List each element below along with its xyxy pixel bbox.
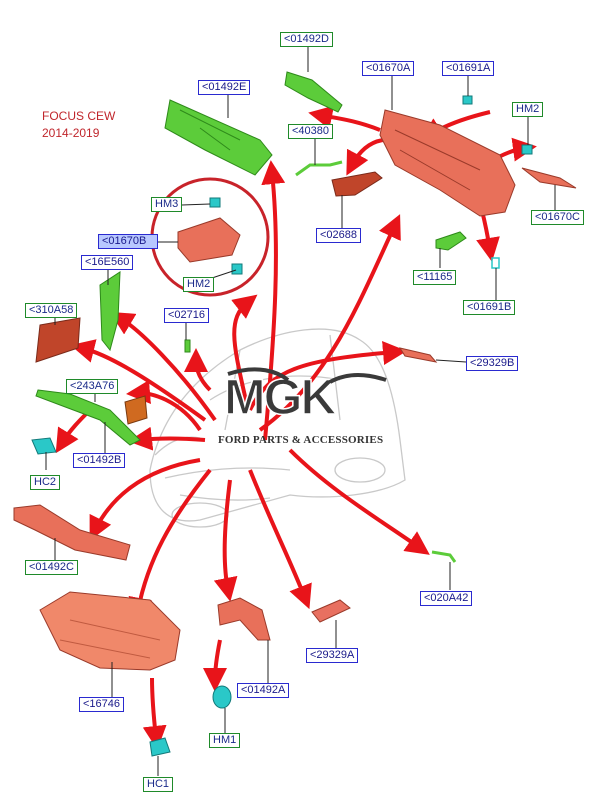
callout-29329A[interactable]: <29329A [306, 648, 359, 663]
callout-16E560[interactable]: <16E560 [81, 255, 134, 270]
part-243A76 [124, 395, 148, 425]
callout-16746[interactable]: <16746 [79, 697, 125, 712]
callout-01492A[interactable]: <01492A [237, 683, 290, 698]
part-01492D [284, 71, 343, 113]
part-02716 [184, 339, 191, 353]
logo-tagline: FORD PARTS & ACCESSORIES [218, 434, 384, 446]
part-HC2 [31, 437, 57, 455]
part-11165 [435, 231, 467, 251]
model-years: 2014-2019 [42, 126, 100, 140]
callout-HM2-circle[interactable]: HM2 [183, 277, 215, 292]
callout-01492D[interactable]: <01492D [280, 32, 333, 47]
part-01492E [164, 99, 273, 176]
leader-lines [45, 45, 556, 776]
brand-logo: MGK [218, 366, 398, 433]
callout-HM1[interactable]: HM1 [209, 733, 241, 748]
callout-01670B[interactable]: <01670B [98, 234, 158, 249]
part-HM2-top [521, 144, 533, 155]
callout-HC1[interactable]: HC1 [143, 777, 174, 792]
part-310A58 [35, 317, 81, 363]
callout-HC2[interactable]: HC2 [30, 475, 61, 490]
part-01492B [35, 389, 141, 446]
part-01691A [462, 95, 473, 105]
callout-11165[interactable]: <11165 [413, 270, 457, 285]
callout-40380[interactable]: <40380 [288, 124, 334, 139]
callout-02716[interactable]: <02716 [164, 308, 210, 323]
logo-mark-icon: MGK [223, 367, 387, 426]
callout-01492E[interactable]: <01492E [198, 80, 251, 95]
callout-01691B[interactable]: <01691B [463, 300, 516, 315]
part-HM3 [209, 197, 221, 208]
callout-01670C[interactable]: <01670C [531, 210, 584, 225]
part-01492A [217, 597, 271, 641]
part-01691B [491, 257, 500, 269]
callout-29329B[interactable]: <29329B [466, 356, 519, 371]
callout-HM2-top[interactable]: HM2 [512, 102, 544, 117]
part-HC1 [149, 737, 171, 757]
part-29329A [311, 599, 351, 623]
part-29329B [398, 347, 438, 363]
part-HM1 [212, 685, 232, 709]
part-01670A [379, 109, 516, 217]
part-16E560 [99, 271, 121, 352]
pointer-arrows [55, 105, 537, 750]
callout-020A42[interactable]: <020A42 [420, 591, 473, 606]
callout-01492C[interactable]: <01492C [25, 560, 78, 575]
callout-01670A[interactable]: <01670A [362, 61, 415, 76]
part-01670C [521, 167, 577, 189]
callout-310A58[interactable]: <310A58 [25, 303, 78, 318]
callout-01492B[interactable]: <01492B [73, 453, 126, 468]
callout-243A76[interactable]: <243A76 [66, 379, 119, 394]
part-40380 [295, 160, 343, 177]
part-020A42 [431, 550, 457, 563]
callout-02688[interactable]: <02688 [316, 228, 362, 243]
callout-01691A[interactable]: <01691A [442, 61, 495, 76]
part-02688 [331, 171, 383, 197]
part-HM2-circle [231, 263, 243, 275]
part-01492C [13, 504, 131, 561]
vehicle-title: FOCUS CEW 2014-2019 [42, 108, 115, 142]
part-16746 [39, 591, 181, 671]
part-01670B [177, 217, 241, 263]
model-name: FOCUS CEW [42, 109, 116, 123]
callout-HM3[interactable]: HM3 [151, 197, 183, 212]
logo-letters: MGK [224, 369, 337, 425]
